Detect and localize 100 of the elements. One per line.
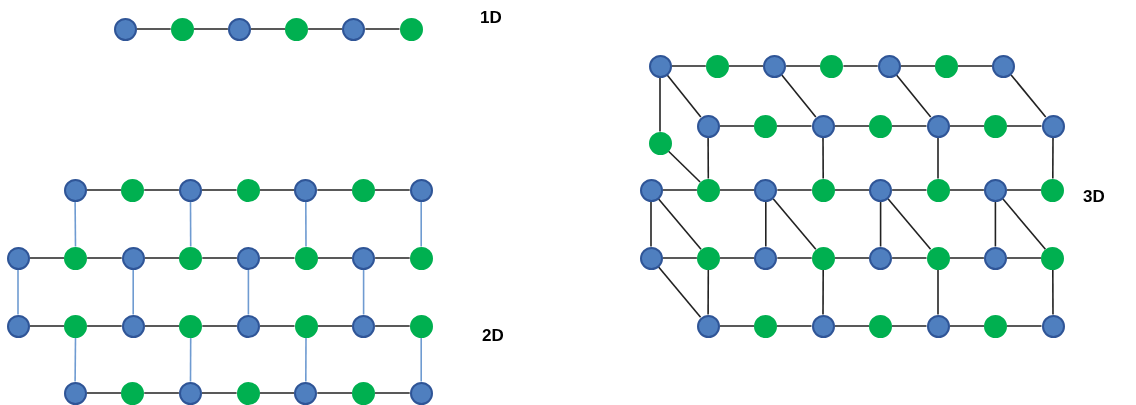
connector-line bbox=[833, 325, 870, 327]
circle-node bbox=[877, 54, 901, 78]
circle-node bbox=[64, 246, 88, 270]
circle-node bbox=[6, 246, 30, 270]
circle-node bbox=[696, 246, 720, 270]
connector-line bbox=[895, 74, 932, 118]
circle-node bbox=[409, 178, 433, 202]
circle-node bbox=[236, 381, 260, 405]
circle-node bbox=[696, 114, 720, 138]
circle-node bbox=[1041, 178, 1065, 202]
connector-line bbox=[305, 336, 307, 383]
connector-line bbox=[374, 392, 411, 394]
connector-line bbox=[258, 189, 296, 191]
connector-line bbox=[833, 257, 870, 259]
connector-line bbox=[718, 125, 755, 127]
circle-node bbox=[820, 54, 844, 78]
connector-line bbox=[189, 336, 192, 383]
connector-line bbox=[822, 136, 824, 180]
connector-line bbox=[1006, 125, 1043, 127]
connector-line bbox=[201, 189, 238, 191]
connector-line bbox=[719, 189, 756, 191]
circle-node bbox=[705, 54, 729, 78]
circle-node bbox=[754, 246, 778, 270]
circle-node bbox=[926, 314, 950, 338]
circle-node bbox=[811, 114, 835, 138]
connector-line bbox=[362, 268, 365, 316]
connector-line bbox=[937, 268, 939, 316]
connector-line bbox=[316, 189, 353, 191]
circle-node bbox=[869, 114, 892, 138]
circle-node bbox=[294, 178, 318, 202]
connector-line bbox=[994, 200, 997, 248]
connector-line bbox=[85, 189, 122, 191]
connector-line bbox=[657, 198, 702, 250]
circle-node bbox=[811, 246, 835, 270]
connector-line bbox=[258, 392, 296, 394]
circle-node bbox=[294, 246, 318, 270]
connector-line bbox=[659, 76, 661, 133]
circle-node bbox=[352, 314, 376, 338]
connector-line bbox=[201, 392, 238, 394]
circle-node bbox=[170, 17, 194, 41]
circle-node bbox=[983, 246, 1007, 270]
circle-node bbox=[342, 17, 366, 41]
connector-line bbox=[667, 150, 701, 183]
connector-line bbox=[707, 268, 710, 316]
circle-node bbox=[926, 246, 950, 270]
circle-node bbox=[992, 54, 1016, 78]
circle-node bbox=[984, 314, 1007, 338]
dimension-label: 1D bbox=[480, 8, 502, 28]
circle-node bbox=[1041, 114, 1065, 138]
connector-line bbox=[1052, 268, 1054, 316]
dimension-label: 3D bbox=[1083, 187, 1105, 207]
connector-line bbox=[189, 200, 192, 248]
connector-line bbox=[1002, 198, 1047, 250]
connector-line bbox=[948, 125, 985, 127]
circle-node bbox=[409, 246, 433, 270]
circle-node bbox=[639, 246, 663, 270]
circle-node bbox=[754, 314, 777, 338]
circle-node bbox=[763, 54, 787, 78]
connector-line bbox=[420, 336, 422, 383]
circle-node bbox=[179, 314, 203, 338]
connector-line bbox=[765, 200, 767, 248]
circle-node bbox=[869, 246, 893, 270]
connector-line bbox=[899, 65, 936, 67]
circle-node bbox=[399, 17, 423, 41]
connector-line bbox=[833, 125, 870, 127]
connector-line bbox=[86, 325, 123, 327]
connector-line bbox=[143, 257, 181, 259]
circle-node bbox=[64, 314, 88, 338]
connector-line bbox=[948, 257, 985, 259]
circle-node bbox=[352, 381, 375, 405]
circle-node bbox=[811, 178, 835, 202]
connector-line bbox=[316, 325, 353, 327]
connector-line bbox=[28, 257, 65, 259]
connector-line bbox=[670, 65, 707, 67]
circle-node bbox=[409, 381, 433, 405]
connector-line bbox=[822, 268, 824, 316]
connector-line bbox=[957, 65, 994, 67]
circle-node bbox=[984, 114, 1007, 138]
connector-line bbox=[781, 74, 817, 118]
circle-node bbox=[63, 381, 87, 405]
connector-line bbox=[772, 198, 817, 250]
connector-line bbox=[657, 266, 702, 318]
circle-node bbox=[63, 178, 87, 202]
circle-node bbox=[113, 17, 137, 41]
circle-node bbox=[352, 178, 375, 202]
connector-line bbox=[891, 125, 928, 127]
connector-line bbox=[776, 125, 813, 127]
connector-line bbox=[250, 28, 286, 30]
circle-node bbox=[639, 178, 663, 202]
connector-line bbox=[17, 268, 19, 316]
connector-line bbox=[842, 65, 879, 67]
connector-line bbox=[1006, 189, 1043, 191]
circle-node bbox=[869, 178, 893, 202]
connector-line bbox=[316, 392, 353, 394]
connector-line bbox=[937, 136, 939, 180]
connector-line bbox=[1010, 74, 1047, 118]
circle-node bbox=[121, 314, 145, 338]
circle-node bbox=[179, 246, 203, 270]
circle-node bbox=[121, 246, 145, 270]
connector-line bbox=[420, 200, 422, 248]
